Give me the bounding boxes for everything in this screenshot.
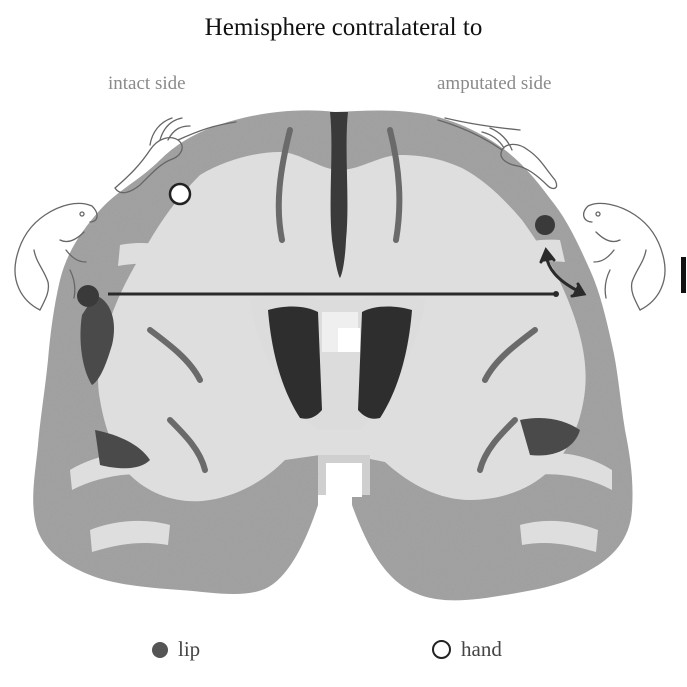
hand-marker-intact bbox=[170, 184, 190, 204]
edge-marker bbox=[681, 257, 686, 293]
lip-marker-right-edge bbox=[553, 291, 559, 297]
lip-dot-icon bbox=[152, 642, 168, 658]
lip-marker-intact bbox=[77, 285, 99, 307]
legend-lip-label: lip bbox=[178, 637, 200, 662]
lip-marker-amputated bbox=[535, 215, 555, 235]
legend-hand: hand bbox=[432, 637, 502, 662]
legend-lip: lip bbox=[152, 637, 200, 662]
hand-circle-icon bbox=[432, 640, 451, 659]
brainstem-notch bbox=[318, 455, 370, 497]
legend-hand-label: hand bbox=[461, 637, 502, 662]
